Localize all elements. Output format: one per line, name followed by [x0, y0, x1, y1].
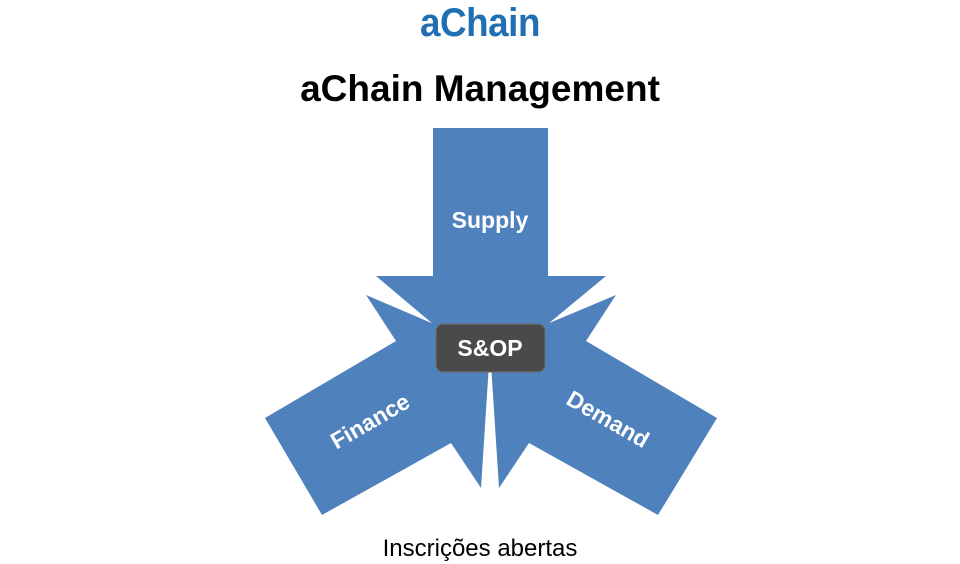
footer-note: Inscrições abertas — [382, 535, 578, 562]
supply-arrow — [376, 128, 606, 372]
page-title: aChain Management — [300, 68, 660, 109]
supply-label: Supply — [452, 207, 529, 233]
sop-center-box — [435, 323, 546, 373]
demand-arrow — [490, 295, 717, 515]
brand-logo-text: aChain — [420, 1, 540, 45]
sop-center-label: S&OP — [457, 335, 522, 361]
sop-diagram: Supply Finance Demand S&OP — [265, 128, 717, 515]
finance-arrow — [265, 295, 490, 515]
